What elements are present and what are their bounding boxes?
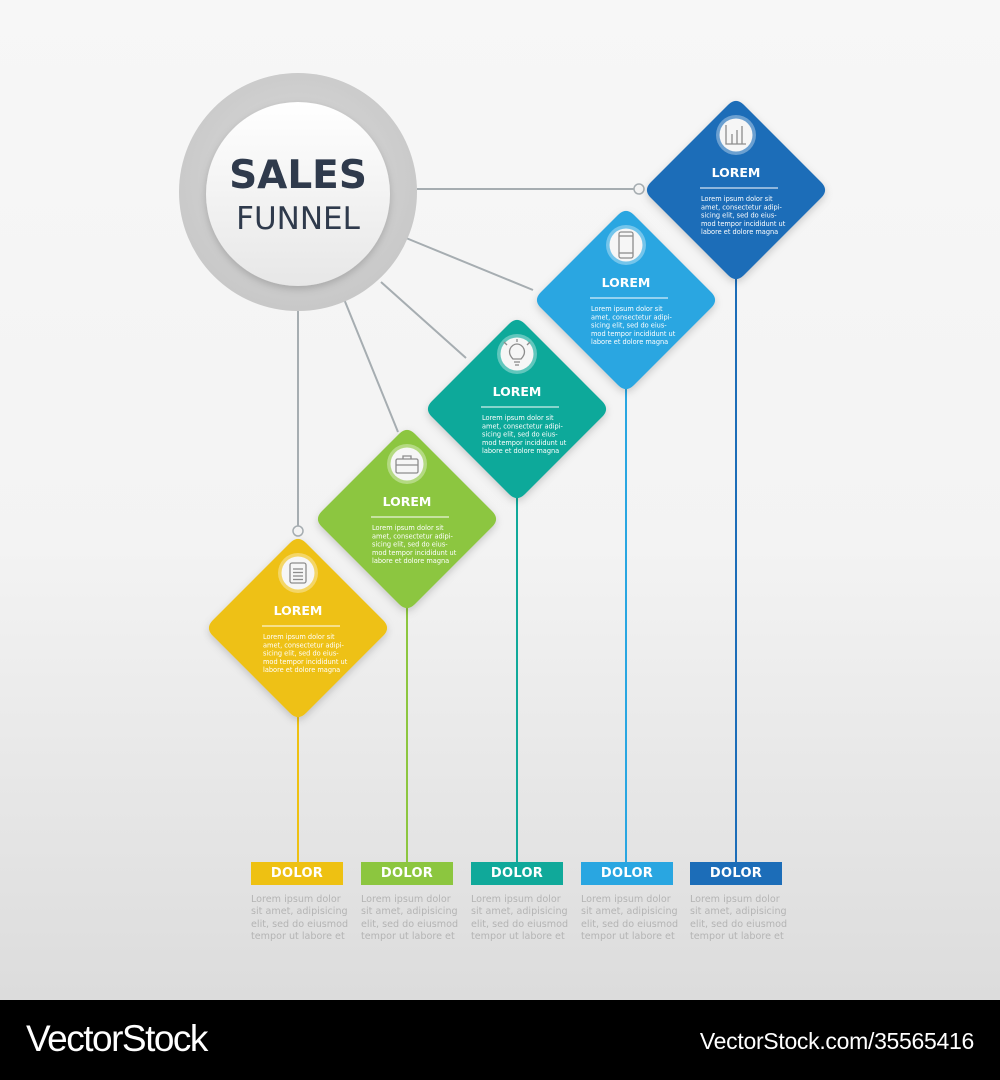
stage-4-shape — [536, 210, 716, 390]
stage-3-text-line: sicing elit, sed do eius- — [482, 431, 558, 439]
stage-2-title: LOREM — [383, 494, 432, 509]
stage-5-text-line: Lorem ipsum dolor sit — [701, 195, 773, 203]
stage-4-text-line: Lorem ipsum dolor sit — [591, 305, 663, 313]
stage-4-text-line: sicing elit, sed do eius- — [591, 322, 667, 330]
lightbulb-icon — [503, 339, 531, 366]
connector-line — [405, 237, 534, 291]
stage-1-shape — [208, 538, 388, 718]
stage-5-text-line: labore et dolore magna — [701, 228, 778, 236]
connector-line — [343, 298, 399, 433]
stage-2-label-text: Lorem ipsum dolor sit amet, adipisicing … — [361, 894, 459, 943]
stage-4-title: LOREM — [602, 275, 651, 290]
stage-2-text-line: amet, consectetur adipi- — [372, 532, 454, 540]
title-line-1: SALES — [229, 153, 367, 198]
stage-3-title: LOREM — [493, 384, 542, 399]
connector-node — [633, 183, 645, 195]
stage-4-text-line: labore et dolore magna — [591, 338, 668, 346]
briefcase-icon — [395, 455, 419, 474]
stage-1-label-text: Lorem ipsum dolor sit amet, adipisicing … — [251, 894, 349, 943]
stage-5-shape — [646, 100, 826, 280]
stage-1-title: LOREM — [274, 603, 323, 618]
icon-circle — [719, 118, 753, 152]
stage-2-shape — [317, 429, 497, 609]
stage-2-text-line: mod tempor incididunt ut — [372, 549, 457, 557]
stage-2-text-line: labore et dolore magna — [372, 557, 449, 565]
stage-5-text-line: amet, consectetur adipi- — [701, 203, 783, 211]
stage-4-label-text: Lorem ipsum dolor sit amet, adipisicing … — [581, 894, 679, 943]
stage-4-label: DOLOR — [581, 862, 673, 885]
stage-3-shape — [427, 319, 607, 499]
brand-logo: VectorStock — [26, 1018, 208, 1059]
stage-2-text-line: sicing elit, sed do eius- — [372, 541, 448, 549]
stage-1-text-line: amet, consectetur adipi- — [263, 641, 345, 649]
stage-2-text-line: Lorem ipsum dolor sit — [372, 524, 444, 532]
stage-3-text-line: labore et dolore magna — [482, 447, 559, 455]
stage-2-label: DOLOR — [361, 862, 453, 885]
title-line-2: FUNNEL — [236, 201, 360, 237]
icon-circle — [609, 228, 643, 262]
icon-circle — [390, 447, 424, 481]
stage-3-text-line: Lorem ipsum dolor sit — [482, 414, 554, 422]
title-disc — [206, 102, 390, 286]
watermark-footer: VectorStock VectorStock.com/35565416 — [0, 1000, 1000, 1080]
stage-3-label-text: Lorem ipsum dolor sit amet, adipisicing … — [471, 894, 569, 943]
connector-line — [380, 281, 467, 359]
stage-5-title: LOREM — [712, 165, 761, 180]
stage-5-text-line: mod tempor incididunt ut — [701, 220, 786, 228]
stage-1-text-line: mod tempor incididunt ut — [263, 658, 348, 666]
connector-lines — [292, 183, 737, 862]
stage-5-label: DOLOR — [690, 862, 782, 885]
stage-1-label: DOLOR — [251, 862, 343, 885]
connector-node — [292, 525, 304, 537]
document-icon — [289, 562, 307, 584]
bar-chart-icon — [725, 125, 746, 145]
stage-1-text-line: Lorem ipsum dolor sit — [263, 633, 335, 641]
stage-5-text-line: sicing elit, sed do eius- — [701, 212, 777, 220]
stage-1-text-line: sicing elit, sed do eius- — [263, 650, 339, 658]
icon-circle — [500, 337, 534, 371]
smartphone-icon — [618, 231, 634, 259]
image-credit: VectorStock.com/35565416 — [699, 1028, 974, 1054]
stage-3-label: DOLOR — [471, 862, 563, 885]
stage-3-text-line: mod tempor incididunt ut — [482, 439, 567, 447]
stage-1-text-line: labore et dolore magna — [263, 666, 340, 674]
stage-4-text-line: mod tempor incididunt ut — [591, 330, 676, 338]
stage-3-text-line: amet, consectetur adipi- — [482, 422, 564, 430]
stage-5-label-text: Lorem ipsum dolor sit amet, adipisicing … — [690, 894, 788, 943]
stage-4-text-line: amet, consectetur adipi- — [591, 313, 673, 321]
